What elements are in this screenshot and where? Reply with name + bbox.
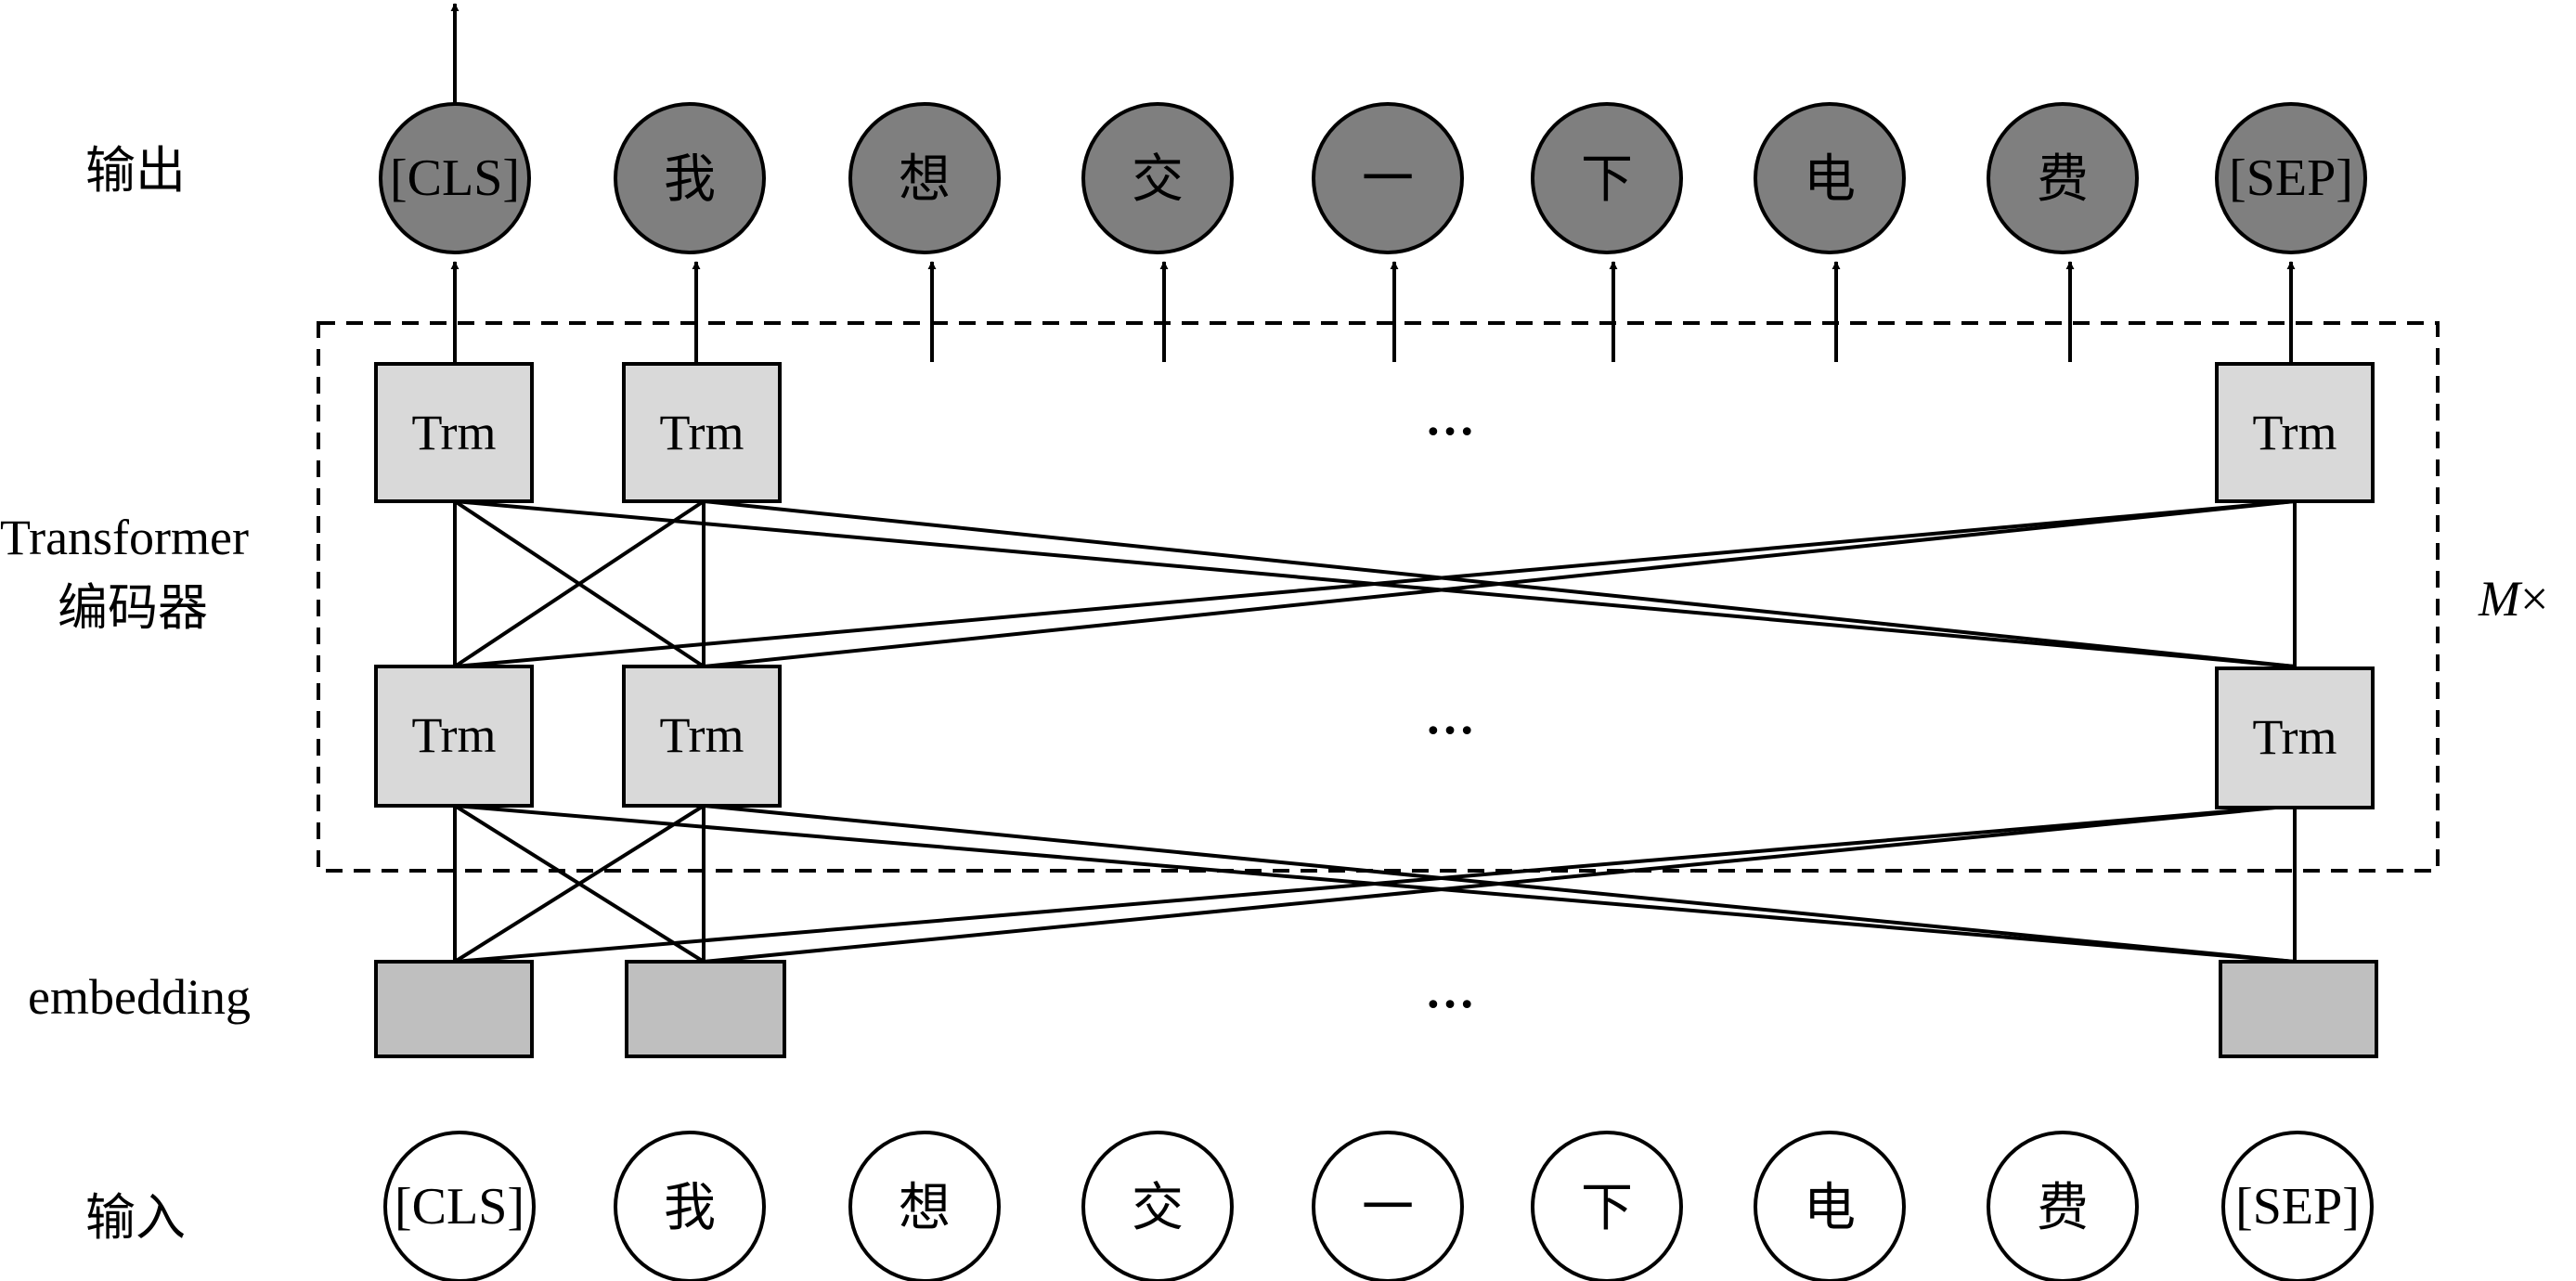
output-token: 交: [1132, 151, 1184, 209]
connection-line: [703, 499, 2296, 668]
trm-layer-1: Trm Trm … Trm: [374, 665, 2375, 809]
input-token: [SEP]: [2235, 1178, 2360, 1236]
connection-line: [703, 804, 2296, 964]
output-token: 一: [1362, 151, 1414, 209]
encoder-row-label-line1: Transformer: [0, 510, 249, 565]
output-node: 费: [1987, 102, 2139, 254]
ellipsis: …: [1425, 689, 1475, 744]
output-token: 下: [1581, 151, 1633, 209]
output-token: 我: [664, 151, 716, 209]
trm-label: Trm: [411, 405, 496, 460]
embedding-box: [625, 960, 786, 1058]
trm-label: Trm: [659, 707, 744, 763]
trm-label: Trm: [2252, 405, 2337, 460]
input-node: 电: [1754, 1131, 1906, 1281]
output-node: [CLS]: [379, 102, 531, 254]
input-token: 电: [1804, 1180, 1856, 1237]
output-token: [CLS]: [390, 149, 520, 207]
ellipsis: …: [1425, 390, 1475, 446]
embedding-row-label: embedding: [28, 969, 251, 1025]
encoder-frame: [317, 321, 2440, 873]
input-node: 想: [848, 1131, 1001, 1281]
embedding-box: [2219, 960, 2378, 1058]
embedding-to-layer1-connections: [453, 804, 2297, 964]
input-row-label: 输入: [85, 1190, 186, 1246]
connection-line: [454, 499, 2296, 668]
output-node: 交: [1081, 102, 1234, 254]
input-token: 费: [2037, 1180, 2089, 1237]
output-token: 想: [899, 151, 951, 209]
output-node: 电: [1754, 102, 1906, 254]
layer-repeat-label: M×: [2478, 571, 2548, 627]
connection-line: [453, 499, 705, 668]
repeat-symbol: ×: [2520, 571, 2548, 627]
trm-block: Trm: [374, 362, 534, 503]
input-node: 交: [1081, 1131, 1234, 1281]
trm-block: Trm: [622, 665, 782, 808]
trm-label: Trm: [411, 707, 496, 763]
repeat-variable: M: [2478, 571, 2523, 627]
ellipsis: …: [1425, 963, 1475, 1018]
output-node: 我: [614, 102, 766, 254]
connection-line: [453, 804, 705, 964]
output-node: 下: [1531, 102, 1683, 254]
trm-label: Trm: [2252, 709, 2337, 765]
output-node: [SEP]: [2215, 102, 2367, 254]
encoder-row-label-line2: 编码器: [58, 580, 208, 636]
trm-label: Trm: [659, 405, 744, 460]
layer2-to-layer1-connections: [453, 499, 2297, 668]
trm-block: Trm: [622, 362, 782, 503]
output-node: 一: [1312, 102, 1464, 254]
output-token: 费: [2037, 151, 2089, 209]
output-token: [SEP]: [2229, 149, 2353, 207]
output-token: 电: [1804, 151, 1856, 209]
input-token: 交: [1132, 1180, 1184, 1237]
connection-line: [454, 804, 2296, 964]
output-arrows: [450, 3, 2296, 362]
input-token: 想: [899, 1180, 951, 1237]
output-nodes: [CLS] 我 想 交 一 下 电 费: [379, 102, 2367, 254]
input-nodes: [CLS] 我 想 交 一 下 电 费: [383, 1131, 2374, 1281]
input-token: 我: [664, 1180, 716, 1237]
input-token: 一: [1362, 1180, 1414, 1237]
output-row-label: 输出: [85, 143, 186, 199]
input-node: [SEP]: [2221, 1131, 2374, 1281]
embedding-layer: …: [374, 960, 2378, 1058]
embedding-box: [374, 960, 534, 1058]
input-node: 一: [1312, 1131, 1464, 1281]
trm-block: Trm: [2215, 666, 2375, 809]
input-node: [CLS]: [383, 1131, 536, 1281]
trm-layer-2: Trm Trm … Trm: [374, 362, 2375, 503]
input-token: [CLS]: [395, 1178, 524, 1236]
output-node: 想: [848, 102, 1001, 254]
input-node: 我: [614, 1131, 766, 1281]
input-token: 下: [1581, 1180, 1633, 1237]
trm-block: Trm: [374, 665, 534, 808]
input-node: 下: [1531, 1131, 1683, 1281]
input-node: 费: [1987, 1131, 2139, 1281]
trm-block: Trm: [2215, 362, 2375, 503]
